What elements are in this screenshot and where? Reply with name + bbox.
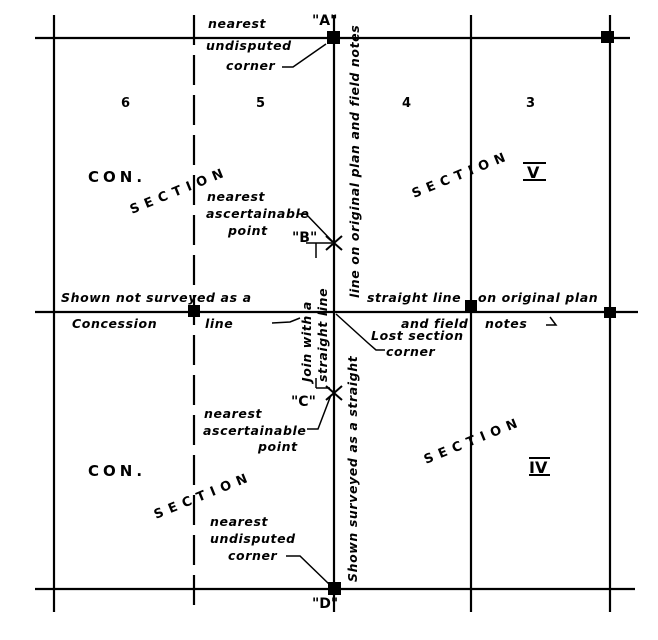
leader-concession-line — [271, 317, 301, 324]
monument-top-right — [601, 31, 614, 43]
section-label-bottom-right: SECTION — [422, 414, 525, 467]
note-A-line2: undisputed — [206, 38, 292, 53]
note-A-line1: nearest — [208, 16, 266, 31]
corner-label-D: "D" — [312, 596, 338, 612]
note-B-line2: ascertainable — [206, 206, 309, 221]
lot-number-6: 6 — [121, 96, 130, 111]
text-on-original-plan: on original plan — [478, 290, 598, 305]
text-line: line — [205, 316, 233, 331]
corner-label-A: "A" — [312, 13, 337, 29]
leader-field-notes — [546, 316, 558, 326]
text-shown-not-surveyed: Shown not surveyed as a — [61, 290, 252, 305]
leader-lost-corner — [335, 313, 385, 351]
leader-C — [307, 394, 332, 430]
section-number-IV: IV — [529, 457, 550, 477]
svg-text:IV: IV — [529, 458, 548, 477]
monument-mid-center — [465, 300, 477, 312]
note-A-line3: corner — [226, 58, 276, 73]
concession-label-bottom: CON. — [88, 462, 146, 480]
section-number-V: V — [523, 162, 546, 182]
monument-D — [328, 582, 341, 595]
monument-A — [327, 31, 340, 44]
note-D-line3: corner — [228, 548, 278, 563]
monument-mid-right — [604, 307, 616, 318]
monuments — [188, 31, 616, 595]
monument-mid-left — [188, 305, 200, 317]
note-B-line3: point — [227, 223, 268, 238]
leader-lines — [271, 43, 558, 586]
vertical-text-join-2: straight line — [315, 288, 330, 382]
note-C-line3: point — [257, 439, 298, 454]
lot-number-3: 3 — [526, 96, 535, 111]
lot-number-5: 5 — [256, 96, 265, 111]
leader-A — [282, 43, 327, 68]
lost-corner-line1: Lost section — [371, 328, 464, 343]
note-C-line2: ascertainable — [203, 423, 306, 438]
svg-text:V: V — [527, 163, 540, 182]
corner-label-B: "B" — [292, 230, 317, 246]
corner-label-C: "C" — [291, 394, 316, 410]
lost-corner-line2: corner — [386, 344, 436, 359]
text-straight-line: straight line — [367, 290, 461, 305]
vertical-text-shown-surveyed: Shown surveyed as a straight — [345, 355, 360, 582]
text-concession: Concession — [72, 316, 157, 331]
lot-number-4: 4 — [402, 96, 411, 111]
leader-D — [286, 555, 331, 586]
text-notes: notes — [485, 316, 527, 331]
note-D-line1: nearest — [210, 514, 268, 529]
section-label-top-right: SECTION — [410, 148, 513, 201]
note-D-line2: undisputed — [210, 531, 296, 546]
leader-B — [298, 213, 333, 242]
note-B-line1: nearest — [207, 189, 265, 204]
vertical-text-join-1: Join with a — [299, 301, 314, 385]
text-and-field: and field — [401, 316, 469, 331]
note-C-line1: nearest — [204, 406, 262, 421]
vertical-text-original-plan: line on original plan and field notes — [347, 25, 362, 298]
concession-label-top: CON. — [88, 168, 146, 186]
